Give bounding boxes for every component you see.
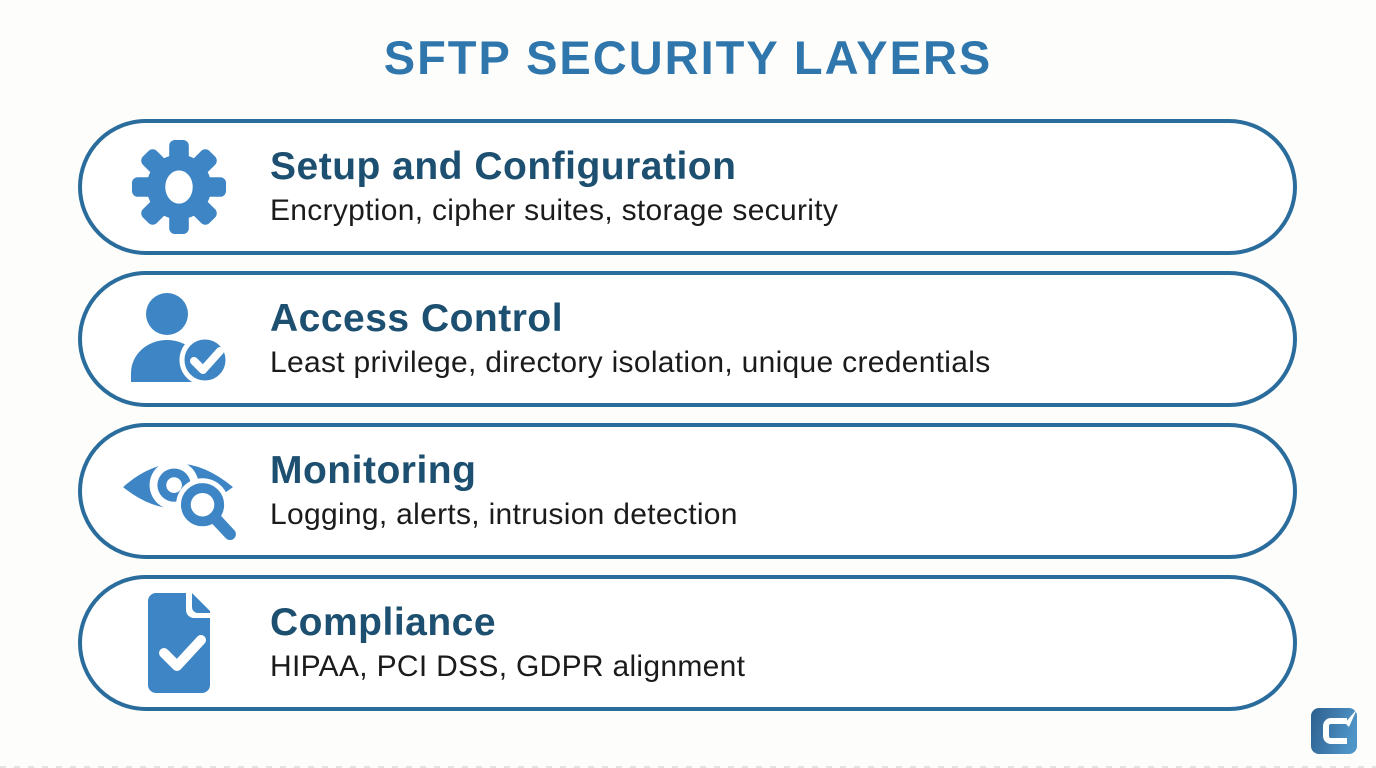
layer-card-compliance: Compliance HIPAA, PCI DSS, GDPR alignmen…: [78, 575, 1297, 711]
layer-title: Compliance: [270, 600, 497, 644]
layer-title: Setup and Configuration: [270, 144, 737, 188]
layer-text-block: Compliance HIPAA, PCI DSS, GDPR alignmen…: [270, 601, 745, 685]
layer-text-block: Monitoring Logging, alerts, intrusion de…: [270, 449, 738, 533]
layer-text-block: Access Control Least privilege, director…: [270, 297, 991, 381]
layer-description: Encryption, cipher suites, storage secur…: [270, 193, 839, 227]
layer-card-setup-and-configuration: Setup and Configuration Encryption, ciph…: [78, 119, 1297, 255]
user-check-icon: [118, 279, 240, 399]
layer-text-block: Setup and Configuration Encryption, ciph…: [270, 145, 838, 229]
eye-search-icon: [118, 431, 240, 551]
layer-card-monitoring: Monitoring Logging, alerts, intrusion de…: [78, 423, 1297, 559]
brand-logo: [1308, 702, 1362, 758]
layer-description: Least privilege, directory isolation, un…: [270, 345, 991, 379]
layer-description: HIPAA, PCI DSS, GDPR alignment: [270, 649, 746, 683]
layer-title: Monitoring: [270, 448, 477, 492]
layer-description: Logging, alerts, intrusion detection: [270, 497, 738, 531]
document-check-icon: [118, 583, 240, 703]
security-layers-list: Setup and Configuration Encryption, ciph…: [78, 119, 1297, 711]
bottom-edge-artifact: [0, 766, 1376, 768]
gear-icon: [118, 127, 240, 247]
page-title: SFTP SECURITY LAYERS: [383, 31, 993, 84]
layer-title: Access Control: [270, 296, 564, 340]
layer-card-access-control: Access Control Least privilege, director…: [78, 271, 1297, 407]
